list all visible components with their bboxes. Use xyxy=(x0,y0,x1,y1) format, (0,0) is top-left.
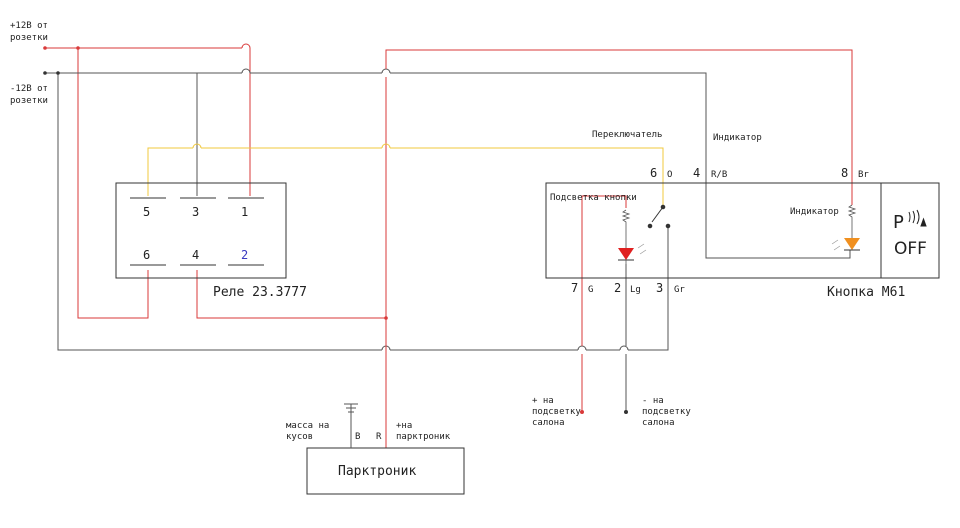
parktronic-plus-1: +на xyxy=(396,421,412,431)
wire-cabin-plus xyxy=(581,195,627,412)
button-pin-7-code: G xyxy=(588,285,593,295)
button-pin-4: 4 xyxy=(693,166,700,180)
relay-pin-4: 4 xyxy=(192,248,199,262)
red-led-icon xyxy=(618,236,647,266)
button-pin-8-code: Br xyxy=(858,170,869,180)
junction-dots xyxy=(43,46,628,414)
relay-title: Реле 23.3777 xyxy=(213,285,307,300)
relay-pin-3: 3 xyxy=(192,205,199,219)
cabin-minus-2: подсветку xyxy=(642,407,691,417)
wire-switch xyxy=(147,143,664,205)
ground-label-1: масса на xyxy=(286,421,329,431)
cabin-plus-2: подсветку xyxy=(532,407,581,417)
button-box xyxy=(545,182,940,279)
ground-label-2: кусов xyxy=(286,432,313,442)
minus12-label-2: розетки xyxy=(10,96,48,106)
relay: 5 3 1 6 4 2 Реле 23.3777 xyxy=(115,182,307,300)
button-title: Кнопка М61 xyxy=(827,285,905,300)
backlight-label: Подсветка кнопки xyxy=(550,193,637,203)
button-pin-3: 3 xyxy=(656,281,663,295)
button-face-p: P xyxy=(893,212,904,233)
button-pin-6: 6 xyxy=(650,166,657,180)
parktronic-pin-r: R xyxy=(376,432,382,442)
switch-label: Переключатель xyxy=(592,130,662,140)
button-pin-2-code: Lg xyxy=(630,285,641,295)
parktronic-plus-2: парктроник xyxy=(396,432,451,442)
relay-pin-2: 2 xyxy=(241,248,248,262)
cabin-minus-3: салона xyxy=(642,418,675,428)
indicator-label-outer: Индикатор xyxy=(713,133,762,143)
cabin-plus-3: салона xyxy=(532,418,565,428)
relay-pin-5: 5 xyxy=(143,205,150,219)
button-pin-3-code: Gr xyxy=(674,285,685,295)
button-pin-2: 2 xyxy=(614,281,621,295)
button-face-off: OFF xyxy=(894,239,927,259)
minus12-label: -12В от xyxy=(10,84,48,94)
cabin-minus-1: - на xyxy=(642,396,664,406)
parktronic-title: Парктроник xyxy=(338,464,416,479)
indicator-resistor-icon xyxy=(847,204,857,232)
parktronic-box xyxy=(306,447,465,495)
indicator-label-inner: Индикатор xyxy=(790,207,839,217)
relay-pin-6: 6 xyxy=(143,248,150,262)
relay-pin-1: 1 xyxy=(241,205,248,219)
parktronic: Парктроник масса на кусов B R +на парктр… xyxy=(286,403,465,495)
button-pin-8: 8 xyxy=(841,166,848,180)
wire-parktronic-plus xyxy=(196,49,853,448)
ground-icon xyxy=(344,403,358,413)
wire-minus12 xyxy=(45,68,851,351)
button-m61: Переключатель Индикатор 6 O 4 R/B 8 Br 7… xyxy=(545,130,940,300)
cabin-plus-1: + на xyxy=(532,396,554,406)
parktronic-pin-b: B xyxy=(355,432,360,442)
plus12-label: +12В от xyxy=(10,21,48,31)
orange-led-icon xyxy=(831,232,860,251)
relay-box xyxy=(115,182,287,279)
button-pin-6-code: O xyxy=(667,170,672,180)
resistor-icon xyxy=(621,209,631,236)
button-pin-4-code: R/B xyxy=(711,170,727,180)
switch-symbol xyxy=(647,204,671,229)
parking-sensor-icon xyxy=(908,209,927,227)
button-pin-7: 7 xyxy=(571,281,578,295)
plus12-label-2: розетки xyxy=(10,33,48,43)
